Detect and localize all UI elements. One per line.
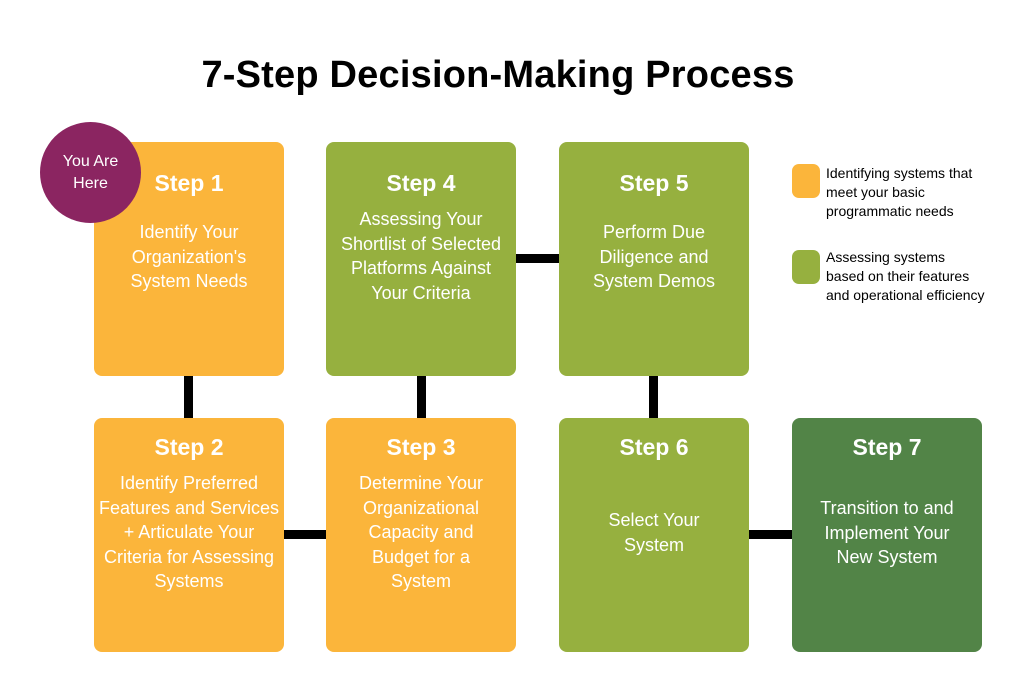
diagram-title: 7-Step Decision-Making Process — [201, 54, 795, 96]
you-are-here-text: You Are Here — [62, 152, 119, 192]
step-3-text: Determine Your Organizational Capacity a… — [358, 473, 484, 591]
connector-step1-step2 — [184, 374, 193, 418]
connector-step5-step6 — [649, 374, 658, 418]
legend-text-assess: Assessing systems based on their feature… — [826, 249, 985, 303]
legend-swatch-assess — [792, 250, 820, 284]
step-2-box: Step 2 Identify Preferred Features and S… — [94, 418, 284, 652]
step-7-label: Step 7 — [852, 434, 922, 460]
step-7-box: Step 7 Transition to and Implement Your … — [792, 418, 982, 652]
step-3-label: Step 3 — [386, 434, 456, 460]
step-6-box: Step 6 Select Your System — [559, 418, 749, 652]
connector-step3-step4 — [417, 374, 426, 418]
step-4-box: Step 4 Assessing Your Shortlist of Selec… — [326, 142, 516, 376]
step-5-box: Step 5 Perform Due Diligence and System … — [559, 142, 749, 376]
step-6-label: Step 6 — [619, 434, 689, 460]
step-4-text: Assessing Your Shortlist of Selected Pla… — [340, 209, 502, 303]
legend-swatch-identify — [792, 164, 820, 198]
step-6-text: Select Your System — [608, 510, 700, 555]
step-5-text: Perform Due Diligence and System Demos — [592, 222, 716, 291]
connector-step6-step7 — [748, 530, 792, 539]
step-2-label: Step 2 — [154, 434, 224, 460]
step-2-text: Identify Preferred Features and Services… — [98, 473, 280, 591]
step-1-label: Step 1 — [154, 170, 224, 196]
step-3-box: Step 3 Determine Your Organizational Cap… — [326, 418, 516, 652]
step-5-label: Step 5 — [619, 170, 689, 196]
connector-step2-step3 — [283, 530, 327, 539]
you-are-here-badge: You Are Here — [40, 122, 141, 223]
connector-step4-step5 — [515, 254, 559, 263]
legend-text-identify: Identifying systems that meet your basic… — [826, 165, 973, 219]
step-1-text: Identify Your Organization's System Need… — [130, 222, 248, 291]
step-7-text: Transition to and Implement Your New Sys… — [820, 498, 954, 567]
step-4-label: Step 4 — [386, 170, 456, 196]
